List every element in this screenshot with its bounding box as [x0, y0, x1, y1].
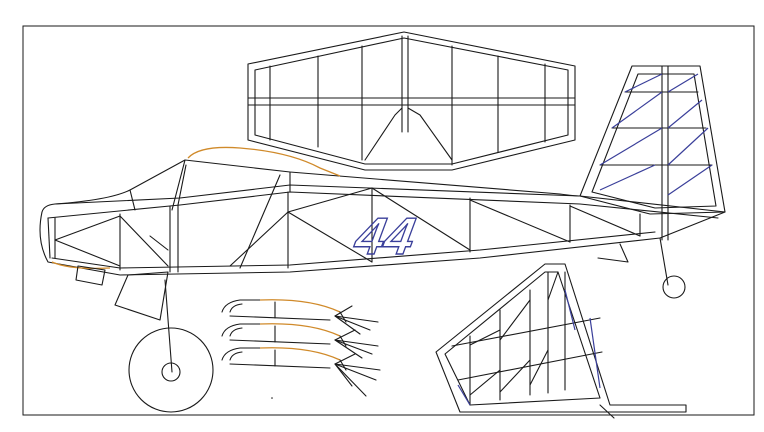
drawing-border [22, 25, 755, 416]
tail-fin [579, 65, 726, 241]
hinge-fan-1 [334, 305, 379, 335]
hinge-fan-3 [334, 353, 381, 397]
wing-panel [247, 31, 576, 171]
fuselage [39, 146, 726, 373]
horizontal-stabilizer [435, 263, 687, 419]
hinge-fan-2 [334, 329, 379, 359]
tail-wheel [597, 237, 686, 299]
fuselage-number: 44 [350, 208, 419, 266]
main-wheel [128, 327, 214, 413]
fuselage-number-44: 44 [349, 208, 419, 267]
flap-ribs [221, 299, 381, 399]
